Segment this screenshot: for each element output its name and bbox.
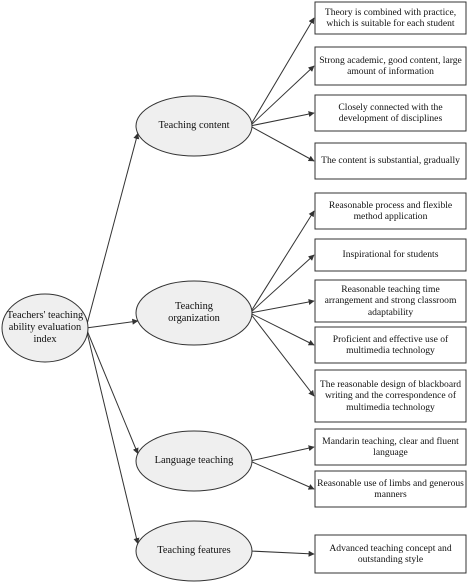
category-label-teaching-organization: Teaching organization [168, 301, 220, 324]
item-box-teaching-features-1 [314, 534, 467, 574]
category-node-language-teaching [135, 430, 253, 492]
arrow-teaching-content-to-item-1 [249, 17, 315, 127]
item-label-closely-connected: Closely connected with the development o… [338, 101, 443, 124]
item-box-teaching-organization-1 [314, 192, 467, 230]
item-box-language-teaching-2 [314, 470, 467, 508]
item-box-teaching-organization-5 [314, 369, 467, 423]
arrow-teaching-organization-to-item-2 [249, 254, 315, 314]
category-node-teaching-content [135, 95, 253, 157]
item-label-multimedia-use: Proficient and effective use of multimed… [332, 333, 449, 356]
category-label-language-teaching: Language teaching [154, 455, 234, 467]
arrow-teaching-organization-to-item-1 [249, 210, 315, 314]
item-box-teaching-content-3 [314, 94, 467, 132]
arrow-teaching-features-to-item-1 [249, 550, 315, 557]
item-label-limbs-manners: Reasonable use of limbs and generous man… [317, 477, 464, 500]
item-box-teaching-content-1 [314, 1, 467, 35]
arrow-teaching-organization-to-item-4 [249, 312, 315, 346]
item-label-inspirational: Inspirational for students [342, 249, 439, 261]
arrow-language-teaching-to-item-2 [249, 460, 315, 490]
arrow-root-to-language-teaching [85, 327, 139, 455]
arrow-root-to-teaching-content [85, 132, 140, 329]
category-label-teaching-content: Teaching content [158, 120, 230, 132]
item-label-advanced-concept: Advanced teaching concept and outstandin… [329, 542, 452, 565]
node-shape-layer [1, 1, 467, 582]
arrow-teaching-organization-to-item-3 [249, 299, 315, 314]
item-label-theory-practice: Theory is combined with practice, which … [324, 6, 457, 29]
root-node [1, 293, 89, 363]
arrow-teaching-content-to-item-2 [249, 65, 315, 127]
item-label-reasonable-process: Reasonable process and flexible method a… [328, 199, 453, 222]
item-box-language-teaching-1 [314, 428, 467, 466]
arrow-teaching-content-to-item-3 [249, 111, 315, 127]
item-label-strong-academic: Strong academic, good content, large amo… [319, 54, 462, 77]
item-box-teaching-content-2 [314, 46, 467, 86]
item-box-teaching-organization-4 [314, 326, 467, 364]
category-node-teaching-features [135, 520, 253, 582]
category-node-teaching-organization [135, 280, 253, 346]
connector-layer [85, 17, 315, 557]
arrow-teaching-content-to-item-4 [249, 125, 315, 162]
arrow-root-to-teaching-organization [85, 318, 139, 329]
item-label-teaching-time: Reasonable teaching time arrangement and… [324, 284, 457, 318]
item-box-teaching-organization-3 [314, 279, 467, 323]
item-label-blackboard-design: The reasonable design of blackboard writ… [319, 379, 462, 413]
item-label-mandarin: Mandarin teaching, clear and fluent lang… [322, 435, 459, 458]
root-node-label: Teachers' teaching ability evaluation in… [6, 310, 84, 345]
item-box-teaching-content-4 [314, 142, 467, 180]
arrow-root-to-teaching-features [85, 327, 140, 545]
arrow-teaching-organization-to-item-5 [249, 312, 315, 397]
category-label-teaching-features: Teaching features [157, 545, 231, 557]
item-label-content-substantial: The content is substantial, gradually [321, 155, 460, 167]
arrow-language-teaching-to-item-1 [249, 445, 315, 462]
item-box-teaching-organization-2 [314, 238, 467, 272]
